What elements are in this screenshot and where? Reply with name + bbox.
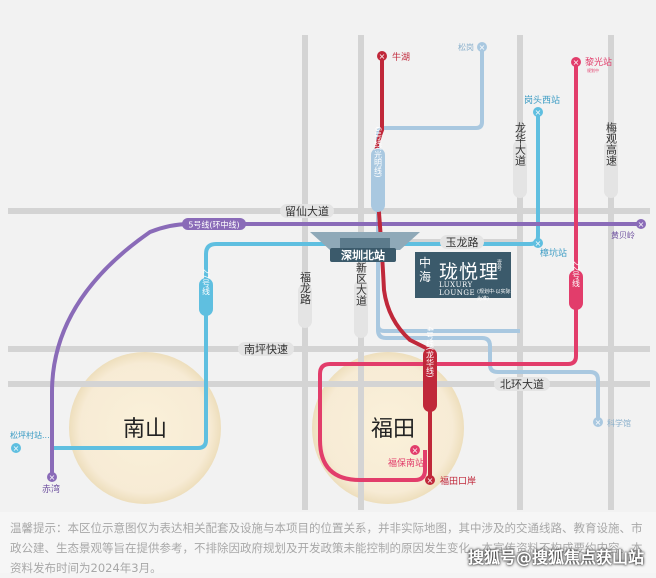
svg-text:×: × [379,52,386,61]
line-label-5: 5号线(环中线) [182,218,246,230]
station-zhanghang[interactable]: × 樟坑站 [533,238,567,259]
svg-text:6号线(光明线): 6号线(光明线) [374,126,383,177]
svg-text:福龙路: 福龙路 [299,270,312,305]
svg-text:×: × [535,239,542,248]
svg-text:×: × [638,220,645,229]
svg-text:新区大道: 新区大道 [355,261,368,306]
shenzhen-north-station[interactable]: 深圳北站 [310,232,420,262]
svg-text:松坪村站...: 松坪村站... [10,430,50,440]
svg-text:黎光站: 黎光站 [585,56,612,68]
svg-text:27号线: 27号线 [202,269,211,295]
svg-text:×: × [13,444,20,453]
svg-text:赤湾: 赤湾 [42,483,60,495]
svg-text:黄贝岭: 黄贝岭 [611,230,635,240]
metro-line-6-spur [376,324,520,333]
svg-text:松岗: 松岗 [458,42,474,52]
road-label-yulong: 玉龙路 [440,235,484,249]
metro-line-6 [376,48,600,420]
svg-text:科学馆: 科学馆 [607,418,631,428]
svg-text:龙华大道: 龙华大道 [514,122,527,166]
project-english-sub: (规划中·以实际为准) [477,289,511,302]
svg-text:规划中: 规划中 [587,67,599,73]
svg-text:×: × [427,476,434,485]
svg-text:梅观高速: 梅观高速 [605,121,618,166]
svg-text:×: × [479,43,486,52]
svg-text:5号线(环中线): 5号线(环中线) [188,220,239,230]
svg-text:玉龙路: 玉龙路 [446,236,479,249]
station-songping[interactable]: × 松坪村站... [10,430,50,453]
nanshan-district-area [69,352,221,504]
svg-text:×: × [412,446,419,455]
svg-text:北环大道: 北环大道 [500,377,544,391]
project-marker[interactable]: 中海 珑悦理 壹号 LUXURY LOUNGE (规划中·以实际为准) [415,252,511,302]
road-label-fulong: 福龙路 [298,270,312,328]
metro-line-22 [318,60,578,482]
svg-text:×: × [595,418,602,427]
line-label-27: 27号线 [199,269,213,316]
road-label-xinqu: 新区大道 [354,261,368,338]
station-songgang[interactable]: × 松岗 [458,42,487,52]
svg-text:福保南站: 福保南站 [388,457,424,469]
svg-text:留仙大道: 留仙大道 [285,204,329,218]
line-label-4: 4号线(龙华线) [423,326,437,412]
svg-text:岗头西站: 岗头西站 [524,94,560,106]
district-label-nanshan: 南山 [123,417,167,442]
footer-band [0,512,656,573]
district-label-futian: 福田 [371,417,415,442]
svg-text:深圳北站: 深圳北站 [341,248,385,262]
road-label-nanping: 南坪快速 [238,342,294,356]
station-huangbeiling[interactable]: × 黄贝岭 [611,219,646,240]
project-name: 珑悦理 [439,261,500,283]
station-fubao-south[interactable]: × 福保南站 [388,445,424,469]
watermark: 搜狐号@搜狐焦点获山站 [467,548,644,567]
line-label-22: 22号线 [569,261,583,310]
line-label-6: 6号线(光明线) [371,126,385,212]
svg-text:4号线(龙华线): 4号线(龙华线) [426,326,435,377]
station-futian-port[interactable]: × 福田口岸 [425,475,476,487]
svg-text:×: × [535,108,542,117]
svg-text:南坪快速: 南坪快速 [244,343,288,356]
station-niuhu[interactable]: × 牛湖 [377,51,410,63]
road-label-longhua: 龙华大道 [513,122,527,198]
road-label-liuxian: 留仙大道 [280,204,334,218]
road-label-meiguan: 梅观高速 [604,121,618,198]
station-kexueguan[interactable]: × 科学馆 [593,417,631,428]
disclaimer-text: 温馨提示：本区位示意图仅为表达相关配套及设施与本项目的位置关系，并非实际地图，其… [10,521,643,575]
metro-line-5 [50,222,640,476]
project-english: LUXURY LOUNGE [439,281,476,297]
project-tag: 壹号 [497,260,503,272]
svg-text:樟坑站: 樟坑站 [540,247,567,259]
station-liguang[interactable]: × 黎光站 规划中 [571,56,612,73]
station-chiwan[interactable]: × 赤湾 [42,472,60,495]
road-label-beihuan: 北环大道 [494,377,550,391]
station-gangtou-west[interactable]: × 岗头西站 [524,94,560,117]
svg-text:22号线: 22号线 [572,261,581,287]
project-prefix: 中海 [419,256,432,284]
svg-text:×: × [573,58,580,67]
svg-text:福田口岸: 福田口岸 [440,475,476,487]
svg-text:×: × [49,473,56,482]
svg-text:牛湖: 牛湖 [392,51,410,63]
